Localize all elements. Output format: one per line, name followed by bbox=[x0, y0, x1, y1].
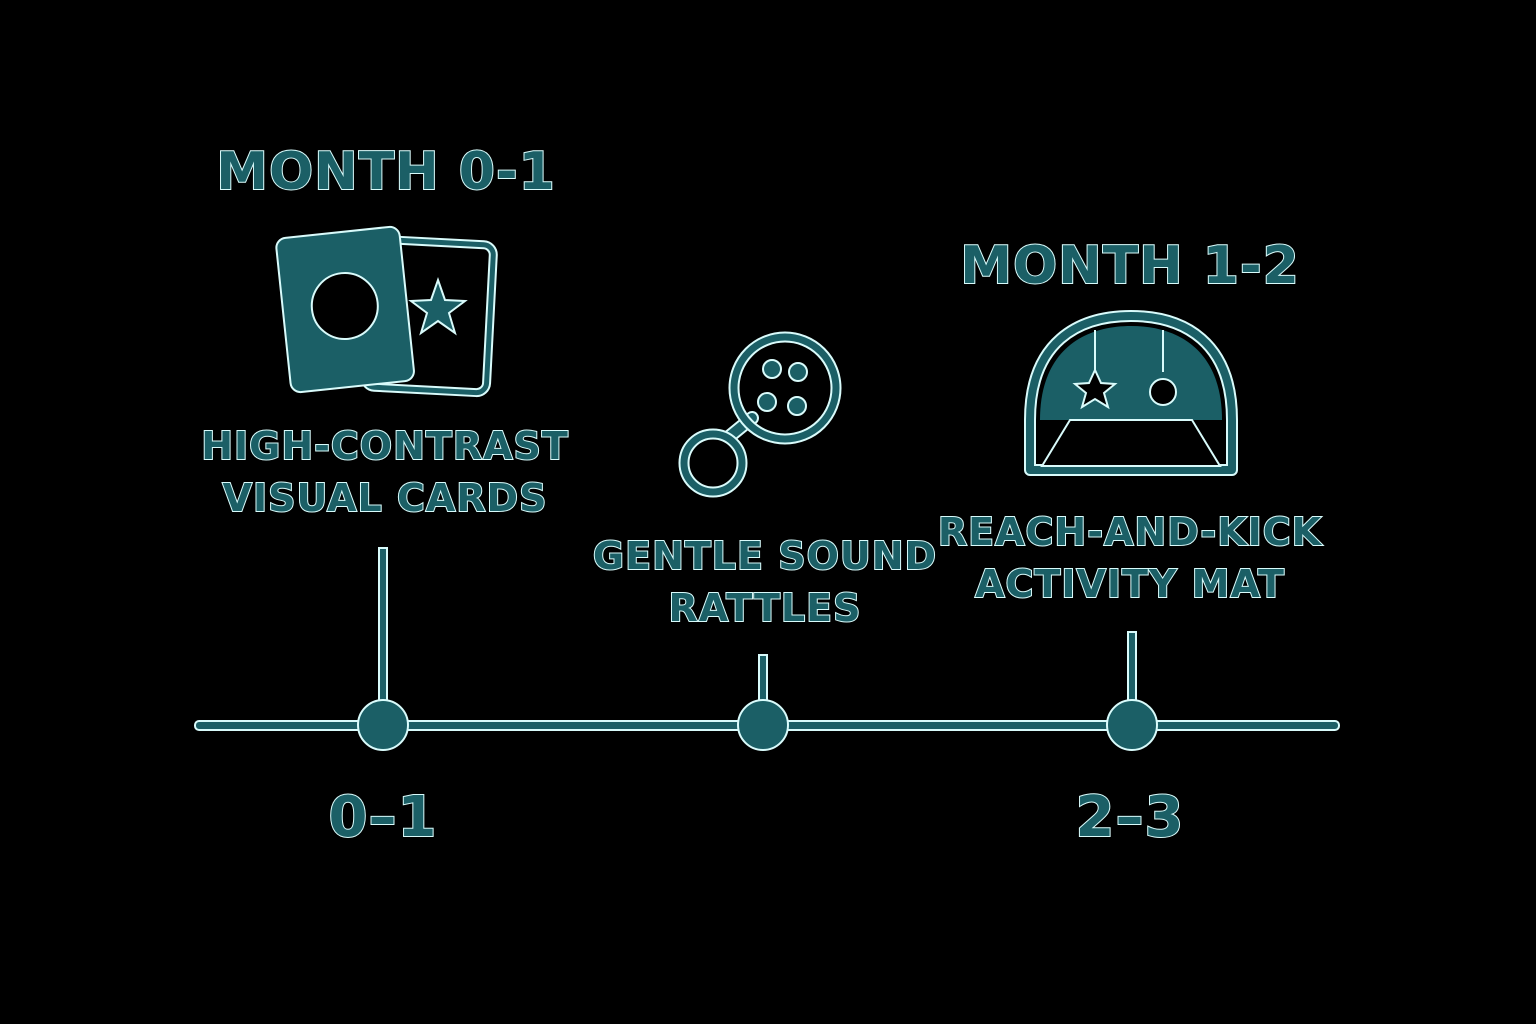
axis-label-last: 2–3 bbox=[1075, 785, 1185, 851]
timeline-nodes bbox=[357, 699, 1158, 751]
milestone-3-label-line1: REACH-AND-KICK bbox=[937, 509, 1323, 555]
rattle-icon bbox=[678, 331, 842, 498]
timeline-node-1 bbox=[357, 699, 409, 751]
milestone-2-label: GENTLE SOUND RATTLES bbox=[545, 530, 985, 634]
milestone-1-heading: MONTH 0-1 bbox=[215, 141, 556, 203]
milestone-3-label: REACH-AND-KICK ACTIVITY MAT bbox=[900, 506, 1360, 610]
axis-label-first: 0–1 bbox=[328, 785, 438, 851]
milestone-2-label-line1: GENTLE SOUND bbox=[592, 533, 938, 579]
stem-1 bbox=[378, 547, 388, 724]
timeline-node-3 bbox=[1106, 699, 1158, 751]
visual-cards-icon bbox=[275, 225, 498, 398]
milestone-1-label-line1: HIGH-CONTRAST bbox=[200, 423, 569, 469]
milestone-3-label-line2: ACTIVITY MAT bbox=[974, 561, 1285, 607]
timeline-node-2 bbox=[737, 699, 789, 751]
milestone-2-label-line2: RATTLES bbox=[668, 585, 862, 631]
milestone-1-label: HIGH-CONTRAST VISUAL CARDS bbox=[150, 420, 620, 524]
milestone-1-label-line2: VISUAL CARDS bbox=[222, 475, 548, 521]
milestone-3-heading: MONTH 1-2 bbox=[959, 235, 1300, 297]
activity-mat-icon bbox=[1024, 310, 1238, 476]
